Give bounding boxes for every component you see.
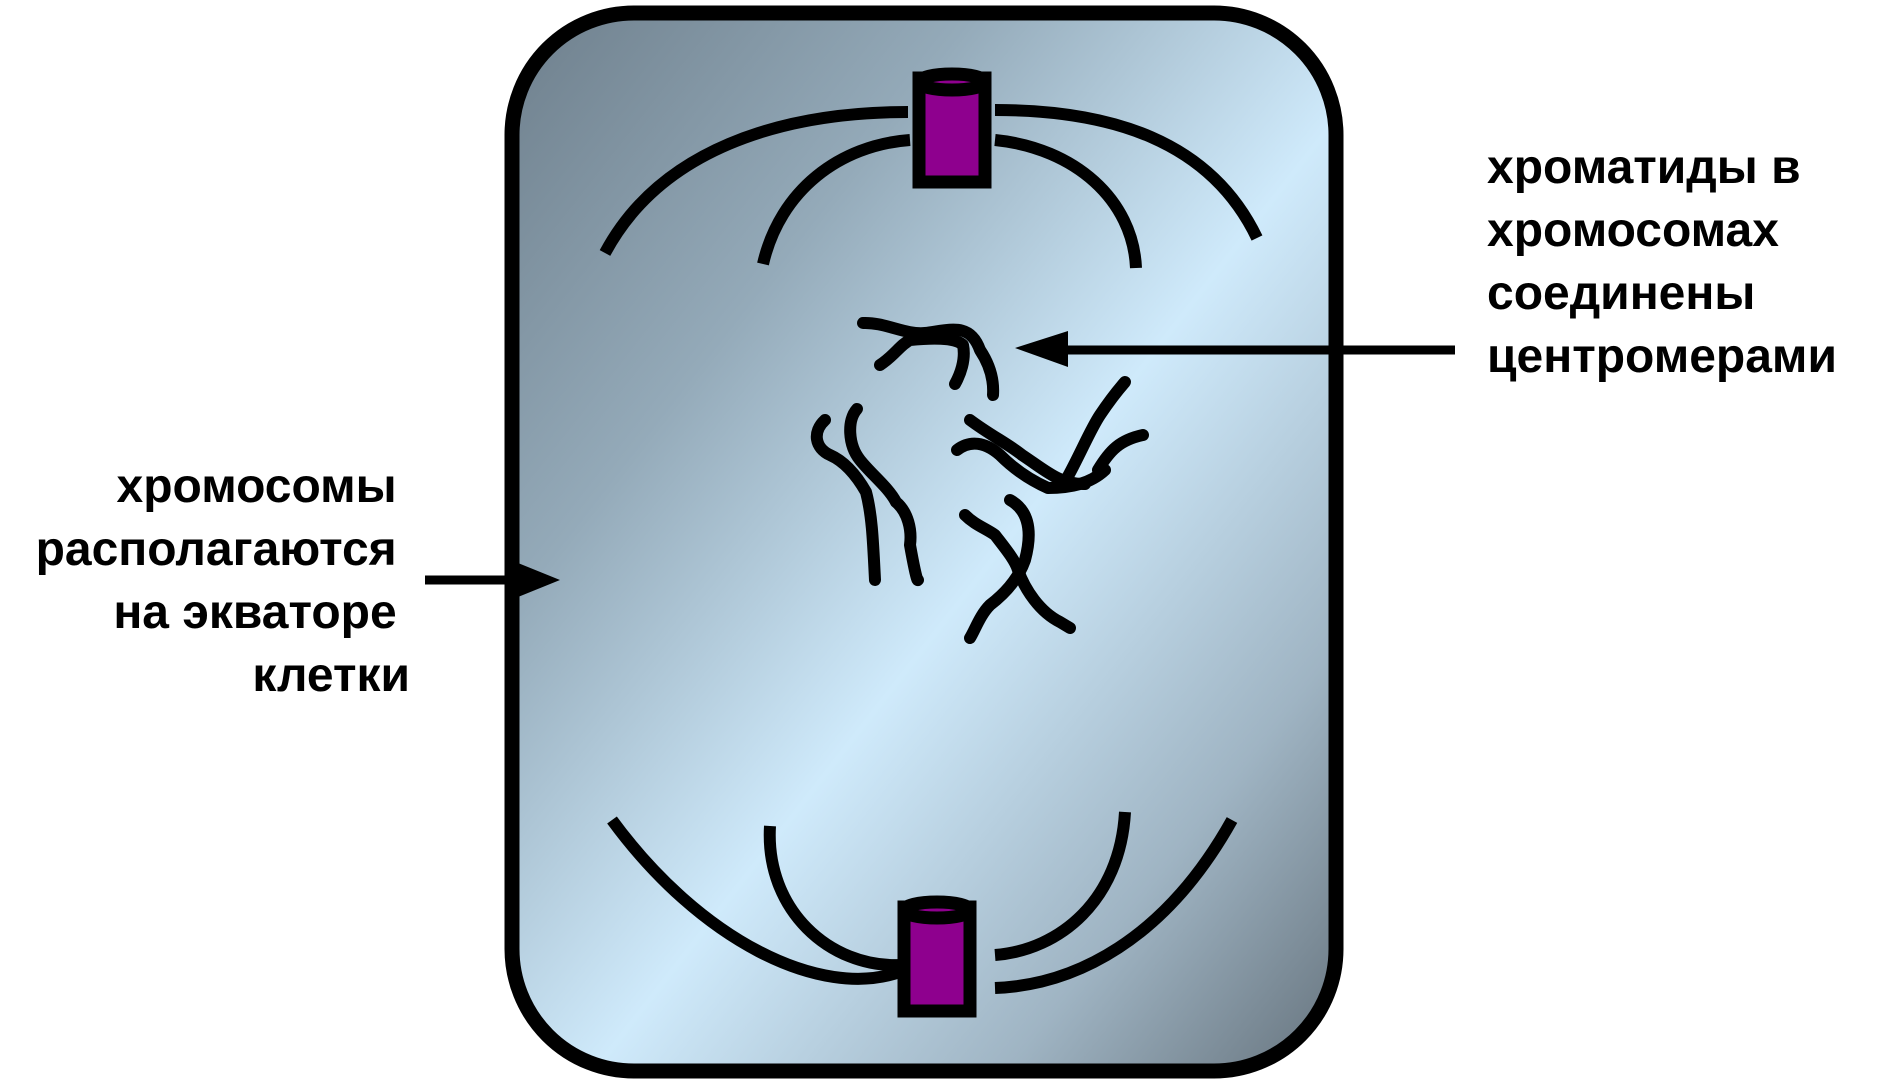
top-spindle-outer-left xyxy=(599,106,909,256)
chromosome-3-arm xyxy=(951,437,1111,494)
chromosome-2 xyxy=(810,414,881,586)
chromosome-4-arm xyxy=(964,494,1035,644)
left-label-line-4: клетки xyxy=(252,649,410,702)
bottom-spindle-inner-left xyxy=(763,825,901,972)
top-spindle-fibers xyxy=(599,104,1263,269)
top-spindle-outer-right xyxy=(994,104,1263,241)
bottom-spindle-outer-left xyxy=(607,816,902,985)
left-label-line-3: на экваторе xyxy=(113,586,396,639)
right-label-line-3: соединены xyxy=(1487,267,1755,320)
top-spindle-inner-left xyxy=(757,134,911,266)
right-label-arrow xyxy=(1015,331,1455,367)
right-label-line-1: хроматиды в xyxy=(1487,141,1801,194)
chromosome-3-tail-b xyxy=(1092,429,1149,476)
chromosome-1-arm xyxy=(874,332,970,390)
top-spindle-inner-right xyxy=(994,134,1142,269)
right-label-line-4: центромерами xyxy=(1487,330,1837,383)
chromosome-4 xyxy=(959,509,1076,634)
left-label-line-1: хромосомы xyxy=(117,460,397,513)
right-label-line-2: хромосомах xyxy=(1487,204,1779,257)
bottom-spindle-fibers xyxy=(607,811,1238,994)
bottom-spindle-outer-right xyxy=(994,817,1238,994)
right-label: хроматиды в хромосомах соединены центром… xyxy=(1487,141,1837,383)
chromosome-3-tail xyxy=(1060,376,1131,486)
left-label-line-2: располагаются xyxy=(36,523,397,576)
chromosome-2-arm xyxy=(844,403,924,587)
left-label: хромосомы располагаются на экваторе клет… xyxy=(36,460,410,702)
left-label-arrow xyxy=(425,563,560,597)
cell-body xyxy=(504,5,1344,1079)
chromosome-1 xyxy=(857,316,1000,401)
bottom-centriole xyxy=(897,895,977,1018)
chromosomes xyxy=(810,316,1149,644)
bottom-spindle-inner-right xyxy=(994,811,1131,961)
top-centriole xyxy=(912,67,992,189)
